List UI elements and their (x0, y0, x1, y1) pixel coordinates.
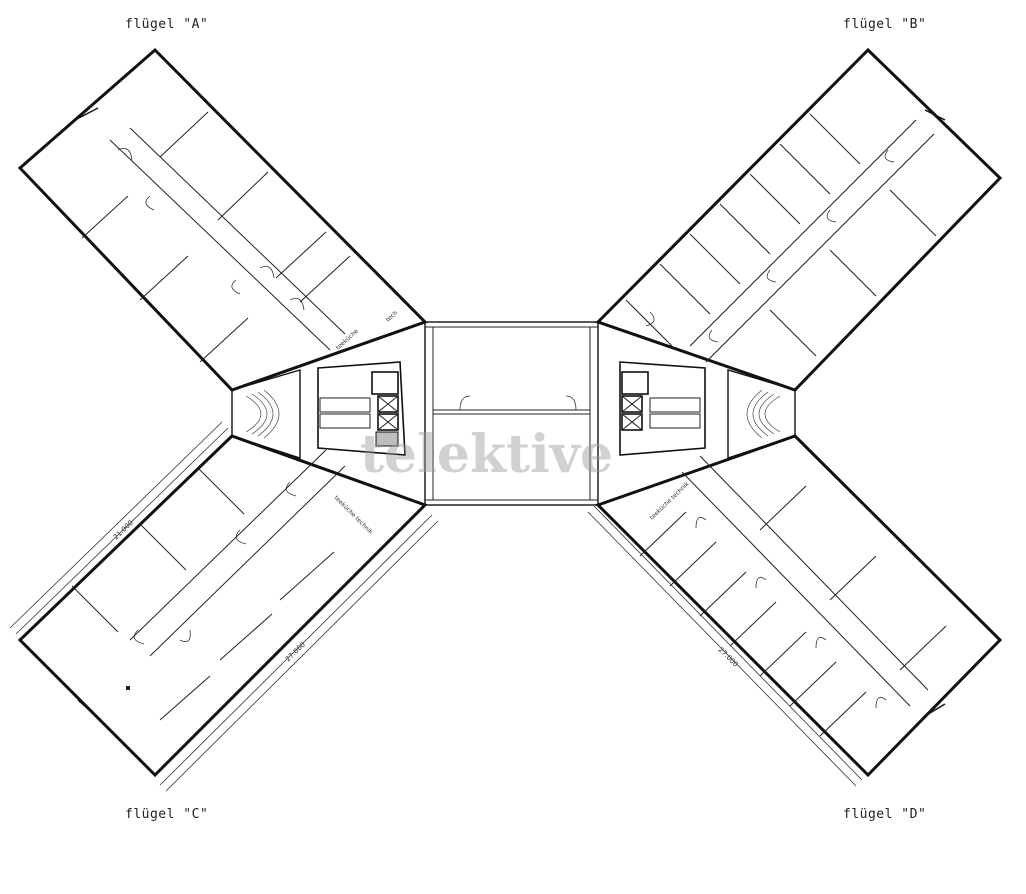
wing-a: teeküche tech (17, 47, 428, 392)
left-core (231, 361, 406, 459)
watermark: telektive (360, 424, 613, 485)
right-core (619, 361, 796, 459)
wing-label-b: flügel "B" (843, 17, 926, 32)
wing-label-a: flügel "A" (125, 17, 208, 32)
room-tag-tech-a: tech (385, 309, 400, 323)
wing-label-c: flügel "C" (125, 807, 208, 822)
wing-d: 27.000 teeküche technik (587, 434, 1003, 787)
wing-label-d: flügel "D" (843, 807, 926, 822)
dimension-width-c: 21.000 (112, 519, 135, 542)
room-tag-teekueche-c: teeküche technik (333, 494, 375, 536)
dimension-length-d: 27.000 (717, 646, 740, 669)
wing-b (595, 47, 1003, 392)
central-atrium (424, 321, 599, 506)
